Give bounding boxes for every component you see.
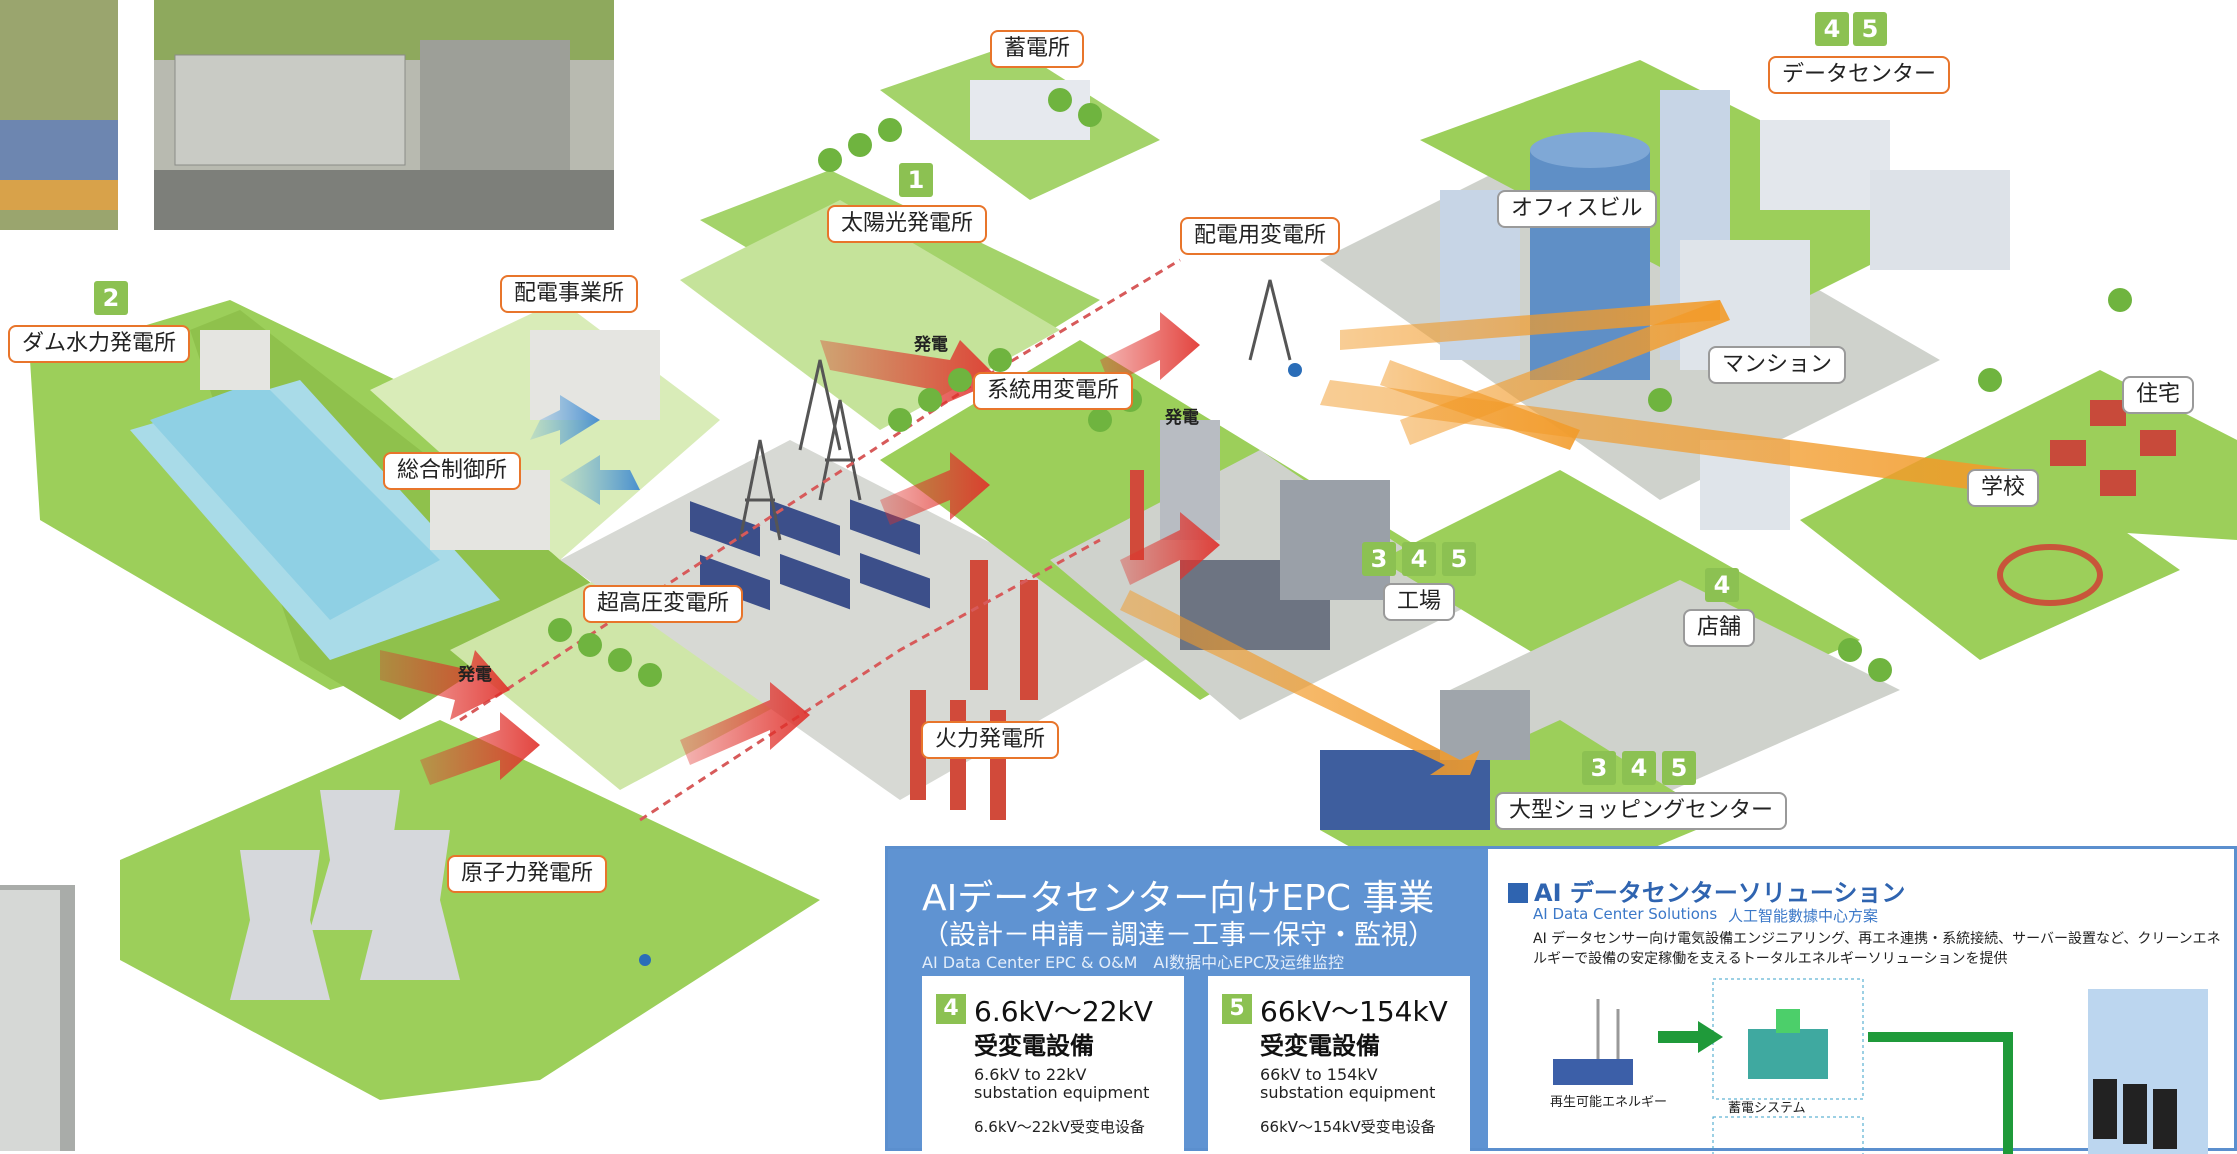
label-thermal-plant: 火力発電所 [921,721,1060,760]
card-equipment: 受変電設備 [974,1032,1094,1060]
card-equipment-cn: 6.6kV～22kV受变电设备 [974,1118,1145,1136]
badge-shopping-3: 3 [1582,751,1616,785]
epc-subtitle-en: AI Data Center EPC & O&M AI数据中心EPC及运维监控 [922,953,1345,972]
label-distribution-substation: 配電用変電所 [1180,217,1341,256]
badge-store: 4 [1705,568,1739,602]
badge-datacenter-4: 4 [1815,12,1849,46]
card-equipment-en: 6.6kV to 22kV substation equipment [974,1065,1150,1103]
battery-storage-icon [1748,1009,1828,1079]
label-school: 学校 [1967,469,2040,508]
label-factory: 工場 [1383,583,1456,622]
label-datacenter: データセンター [1768,56,1951,95]
badge-shopping-4: 4 [1622,751,1656,785]
card-number: 5 [1222,994,1252,1024]
epc-subtitle: （設計－申請－調達－工事－保守・監視） [922,920,1435,951]
label-grid-substation: 系統用変電所 [973,372,1134,411]
dashed-grid-line-2 [639,538,1101,822]
card-equipment: 受変電設備 [1260,1032,1380,1060]
badge-shopping-5: 5 [1662,751,1696,785]
label-generation-3: 発電 [458,665,492,685]
renewable-energy-label: 再生可能エネルギー [1550,1095,1668,1110]
power-flow-arrows-orange [1120,300,2020,775]
card-equipment-cn: 66kV～154kV受变电设备 [1260,1118,1436,1136]
nuclear-cooling-towers [230,790,460,1000]
solar-panel-array [690,499,930,611]
arrow-right-icon [1658,1021,1723,1053]
card-equipment-en: 66kV to 154kV substation equipment [1260,1065,1436,1103]
renewable-energy-icon [1553,999,1633,1085]
solution-title-text: AI データセンターソリューション [1534,879,1906,907]
label-generation-1: 発電 [914,335,948,355]
arrow-down-icon [1868,1032,2013,1154]
label-shopping-center: 大型ショッピングセンター [1495,792,1788,831]
epc-title: AIデータセンター向けEPC 事業 [922,878,1435,919]
solution-subtitle-cn: 人工智能數據中心方案 [1728,907,1879,925]
trees [548,88,2132,687]
dam-water [150,380,440,620]
label-solar-plant: 太陽光発電所 [827,205,988,244]
label-office-building: オフィスビル [1497,190,1657,229]
badge-datacenter-5: 5 [1853,12,1887,46]
badge-factory-3: 3 [1362,542,1396,576]
storage-system-label: 蓄電システム [1728,1101,1806,1116]
label-distribution-office: 配電事業所 [500,275,639,314]
photo-solar-farm [0,0,118,230]
datacenter-buildings [1760,120,2010,270]
card-66kv-154kv: 5 66kV～154kV 受変電設備 66kV to 154kV substat… [1208,976,1470,1154]
power-flow-arrows-red [380,312,1220,785]
factory-buildings [1160,420,1390,650]
school-track [1997,544,2103,606]
solution-title: AI データセンターソリューション [1508,873,1905,908]
label-store: 店舗 [1683,609,1756,648]
epc-info-panel: AIデータセンター向けEPC 事業 （設計－申請－調達－工事－保守・監視） AI… [885,846,2237,1154]
card-6kv-22kv: 4 6.6kV～22kV 受変電設備 6.6kV to 22kV substat… [922,976,1184,1154]
solution-diagram [1553,978,2208,1154]
card-voltage: 66kV～154kV [1260,995,1448,1028]
card-number: 4 [936,994,966,1024]
badge-dam: 2 [94,281,128,315]
photo-substation-equipment [154,0,614,230]
photo-server-rack [0,885,75,1151]
power-flow-arrows-blue [530,395,640,505]
label-residence: 住宅 [2122,376,2195,415]
battery-storage-units [970,80,1090,140]
badge-factory-4: 4 [1402,542,1436,576]
label-ultra-high-voltage-substation: 超高圧変電所 [583,585,744,624]
transmission-towers [738,279,1292,541]
solution-subtitle-en: AI Data Center Solutions [1533,905,1718,923]
label-nuclear-plant: 原子力発電所 [447,855,608,894]
label-dam-hydro-plant: ダム水力発電所 [8,325,191,364]
houses [2050,400,2176,496]
badge-solar: 1 [899,163,933,197]
label-control-center: 総合制御所 [383,452,522,491]
label-generation-2: 発電 [1165,408,1199,428]
label-battery-station: 蓄電所 [990,30,1085,69]
datacenter-servers-icon [2088,989,2208,1154]
square-bullet-icon [1508,883,1528,903]
card-voltage: 6.6kV～22kV [974,995,1153,1028]
epc-section: AIデータセンター向けEPC 事業 （設計－申請－調達－工事－保守・監視） AI… [888,849,1488,1154]
storage-system-box-2 [1712,1116,1864,1154]
badge-factory-5: 5 [1442,542,1476,576]
solution-description: AI データセンサー向け電気設備エンジニアリング、再エネ連携・系統接続、サーバー… [1533,931,2221,968]
label-mansion: マンション [1708,346,1847,385]
